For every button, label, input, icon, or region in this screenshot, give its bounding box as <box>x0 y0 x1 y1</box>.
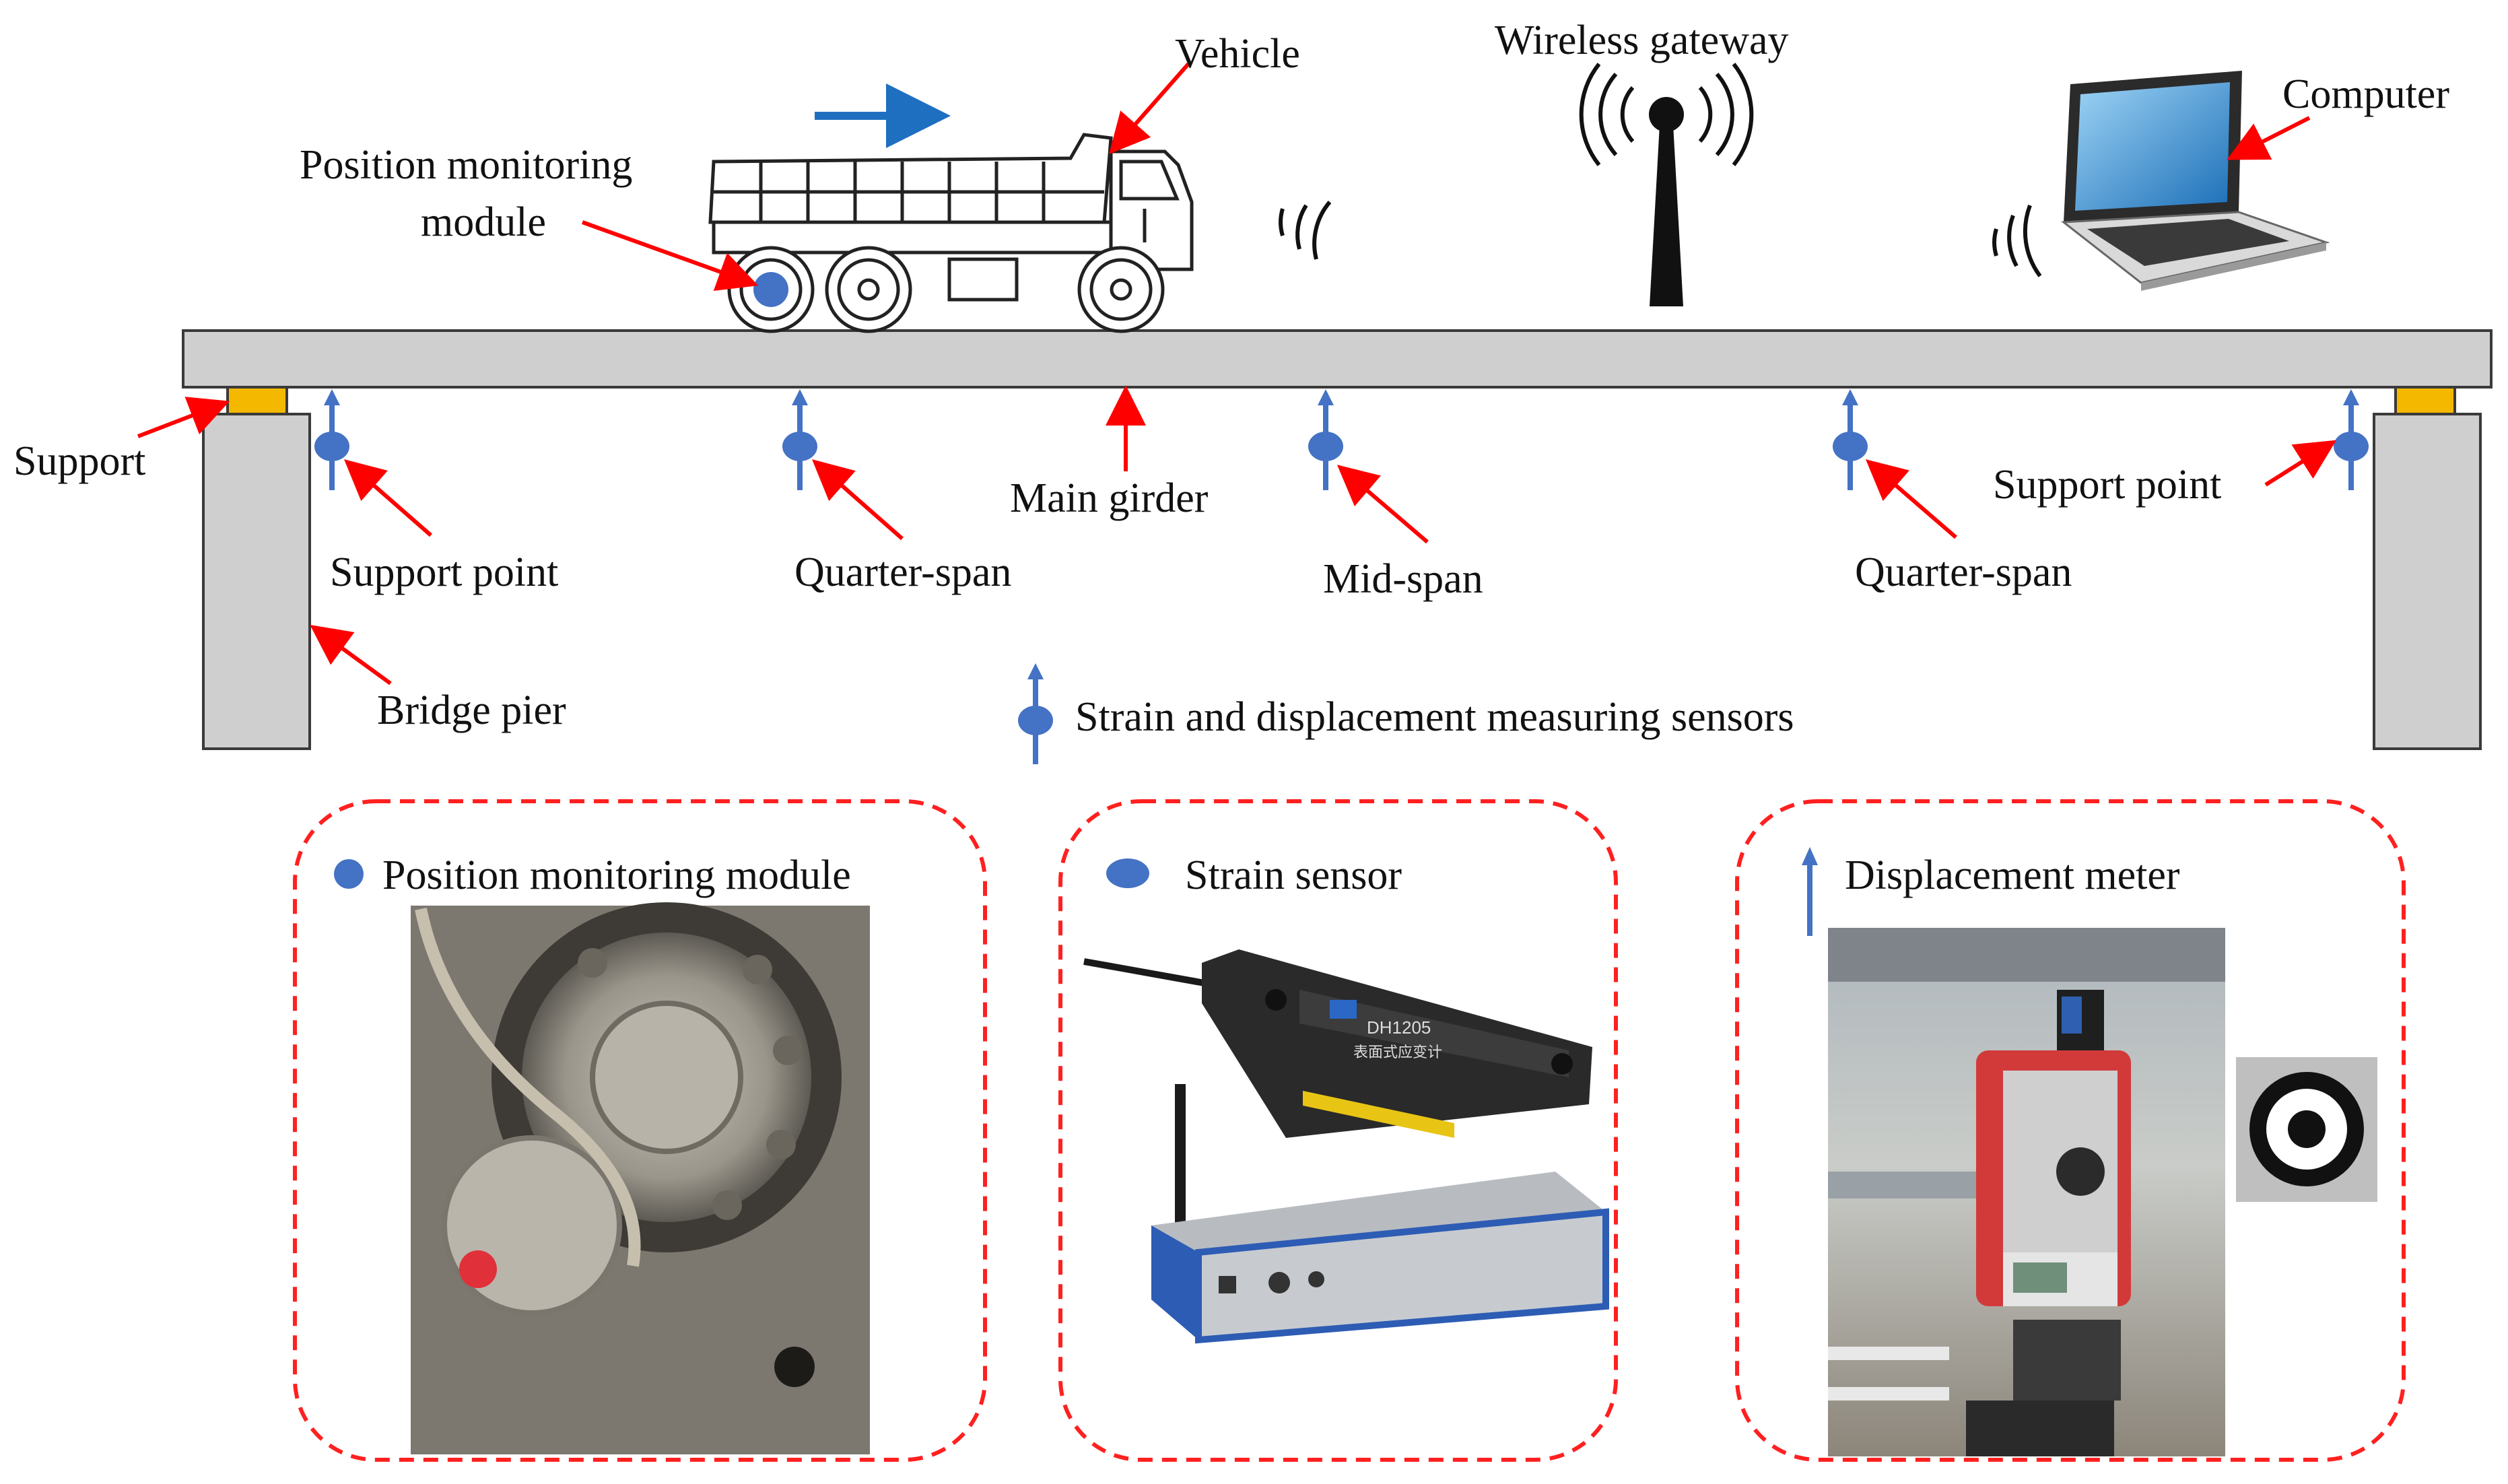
label-support: Support <box>13 438 145 484</box>
panel-position-border <box>293 799 987 1462</box>
arrow-position-module <box>581 220 759 291</box>
displacement-meter-legend-icon <box>1802 847 1818 936</box>
sensor-legend: Strain and displacement measuring sensor… <box>1018 663 1794 764</box>
panel-position-title: Position monitoring module <box>382 852 851 898</box>
laptop-computer <box>2060 71 2330 291</box>
right-support <box>2394 386 2456 415</box>
sensor-mid-span <box>1308 389 1343 490</box>
sensor-quarter-left <box>782 389 817 490</box>
wireless-gateway-tower <box>1579 63 1754 306</box>
panel-strain-border <box>1058 799 1618 1462</box>
arrow-support-point-right <box>2264 440 2337 487</box>
left-support <box>226 386 288 415</box>
main-girder <box>182 329 2493 389</box>
arrow-vehicle <box>1109 63 1190 155</box>
arrow-computer <box>2227 116 2311 160</box>
label-bridge-pier: Bridge pier <box>377 687 566 733</box>
strain-sensor-legend-icon <box>1106 858 1149 888</box>
panel-position-module: Position monitoring module <box>293 799 987 1462</box>
arrow-support <box>137 397 230 438</box>
pointer-arrows <box>137 63 2337 685</box>
label-computer: Computer <box>2282 71 2449 117</box>
panel-displacement-border <box>1735 799 2406 1462</box>
wireless-waves-computer <box>1992 204 2042 277</box>
arrow-quarter-span-left <box>811 459 904 541</box>
panel-strain-sensor: Strain sensor DH1205 表面式应变计 <box>1058 799 1618 1462</box>
label-mid-span: Mid-span <box>1323 556 1483 602</box>
total-station-photo <box>1828 928 2225 1456</box>
sensor-quarter-right <box>1833 389 1868 490</box>
label-position-module-line2: module <box>421 199 546 245</box>
data-acquisition-photo <box>1151 1084 1609 1344</box>
diagram-labels: Vehicle Wireless gateway Computer Positi… <box>13 18 2449 733</box>
bridge-structure <box>182 329 2493 750</box>
label-support-point-right: Support point <box>1993 462 2221 508</box>
position-module-legend-icon <box>334 859 364 889</box>
vehicle-truck <box>708 133 1194 333</box>
legend-sensor-icon <box>1018 663 1053 764</box>
arrow-support-point-left <box>343 459 432 537</box>
label-main-girder: Main girder <box>1010 475 1209 521</box>
label-support-point-left: Support point <box>330 549 558 595</box>
label-quarter-span-right: Quarter-span <box>1855 549 2072 595</box>
strain-gauge-photo: DH1205 表面式应变计 <box>1083 949 1592 1138</box>
panel-strain-title: Strain sensor <box>1185 852 1402 898</box>
right-bridge-pier <box>2373 413 2482 750</box>
position-module-photo <box>411 902 870 1454</box>
strain-device-subtitle: 表面式应变计 <box>1353 1044 1442 1061</box>
panel-displacement-meter: Displacement meter <box>1735 799 2406 1462</box>
wireless-waves-vehicle <box>1279 201 1332 260</box>
left-bridge-pier <box>202 413 311 750</box>
label-vehicle: Vehicle <box>1175 31 1300 77</box>
sensor-support-right <box>2334 389 2369 490</box>
legend-sensor-text: Strain and displacement measuring sensor… <box>1075 694 1794 740</box>
position-module-dot <box>753 272 788 307</box>
arrow-quarter-span-right <box>1865 459 1957 539</box>
label-quarter-span-left: Quarter-span <box>794 549 1011 595</box>
label-wireless-gateway: Wireless gateway <box>1495 18 1788 63</box>
label-position-module-line1: Position monitoring <box>300 142 632 188</box>
arrow-bridge-pier <box>310 624 392 685</box>
sensor-support-left <box>314 389 349 490</box>
panel-displacement-title: Displacement meter <box>1845 852 2180 898</box>
strain-device-model: DH1205 <box>1367 1017 1431 1038</box>
arrow-mid-span <box>1336 465 1429 544</box>
target-marker <box>2236 1057 2377 1202</box>
